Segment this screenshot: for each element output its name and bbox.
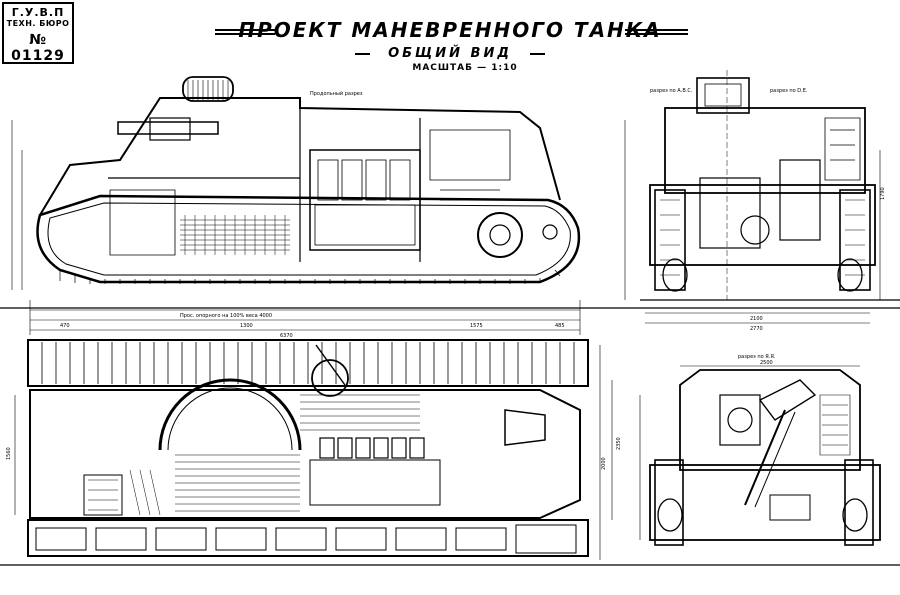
height-2000: 2000 [601,457,607,470]
rear-section-label: разрез по Я.Я. [738,354,776,360]
front-left-section-label: разрез по А.В.С. [650,88,693,94]
rear-section-view [649,369,881,546]
stamp-line-3: № 01129 [11,32,65,64]
rear-dimensions [639,365,860,540]
drawing-subtitle: ОБЩИЙ ВИД [388,46,512,61]
stamp-line-2: ТЕХН. БЮРО [6,19,70,28]
height-2350: 2350 [616,437,622,450]
front-right-section-label: разрез по D.E. [770,88,808,94]
dimension-470: 470 [60,323,70,329]
plan-dimensions [14,345,613,560]
height-1560: 1560 [6,447,12,460]
drawing-scale: МАСШТАБ — 1:10 [412,63,518,73]
side-section-label: Продольный разрез [310,90,363,97]
sheet-dividers [0,299,900,566]
side-dimensions [11,120,581,335]
rear-top-width: 2500 [760,360,773,366]
dimension-1300: 1300 [240,323,253,329]
plan-section-view [27,339,589,557]
drawing-title: ПРОЕКТ МАНЕВРЕННОГО ТАНКА [238,18,662,42]
title-rules [215,29,688,55]
height-1790: 1790 [880,187,886,200]
dimension-485: 485 [555,323,565,329]
front-dimensions [624,120,881,324]
bureau-stamp: Г.У.В.П ТЕХН. БЮРО № 01129 [2,2,74,64]
dimension-1575: 1575 [470,323,483,329]
stamp-line-1: Г.У.В.П [11,6,65,19]
support-dimension-label: Прос. опорного на 100% веса 4000 [180,313,272,319]
overall-length: 6370 [280,333,293,339]
front-width-2100: 2100 [750,316,763,322]
front-width-2770: 2770 [750,326,763,332]
front-section-view [649,70,876,300]
side-view [36,76,581,284]
